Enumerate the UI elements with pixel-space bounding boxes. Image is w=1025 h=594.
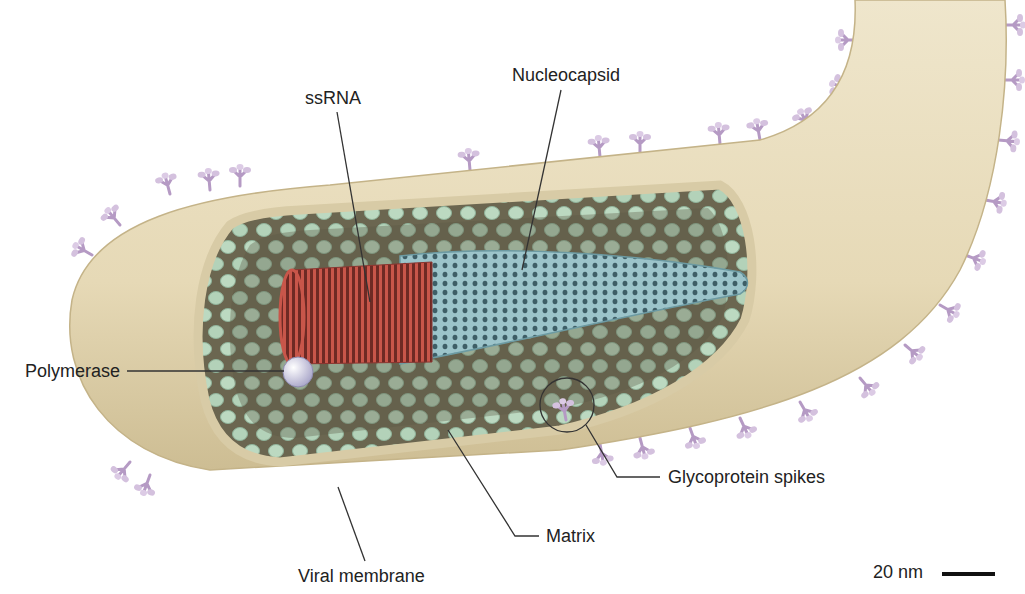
part-label: Polymerase <box>25 361 120 382</box>
part-label: Matrix <box>546 526 595 547</box>
matrix-layer <box>198 185 752 462</box>
part-label: ssRNA <box>305 88 361 109</box>
viral-membrane-body <box>70 0 1006 470</box>
part-label: Glycoprotein spikes <box>668 467 825 488</box>
ssrna-coil <box>280 262 432 364</box>
part-label: Viral membrane <box>298 566 425 587</box>
polymerase-sphere <box>283 357 313 387</box>
part-label: Nucleocapsid <box>512 65 620 86</box>
scale-bar <box>942 572 995 576</box>
scale-label: 20 nm <box>873 562 923 583</box>
leader-lines <box>127 90 660 561</box>
ssrna-end <box>280 270 304 364</box>
nucleocapsid-helix <box>400 251 748 364</box>
